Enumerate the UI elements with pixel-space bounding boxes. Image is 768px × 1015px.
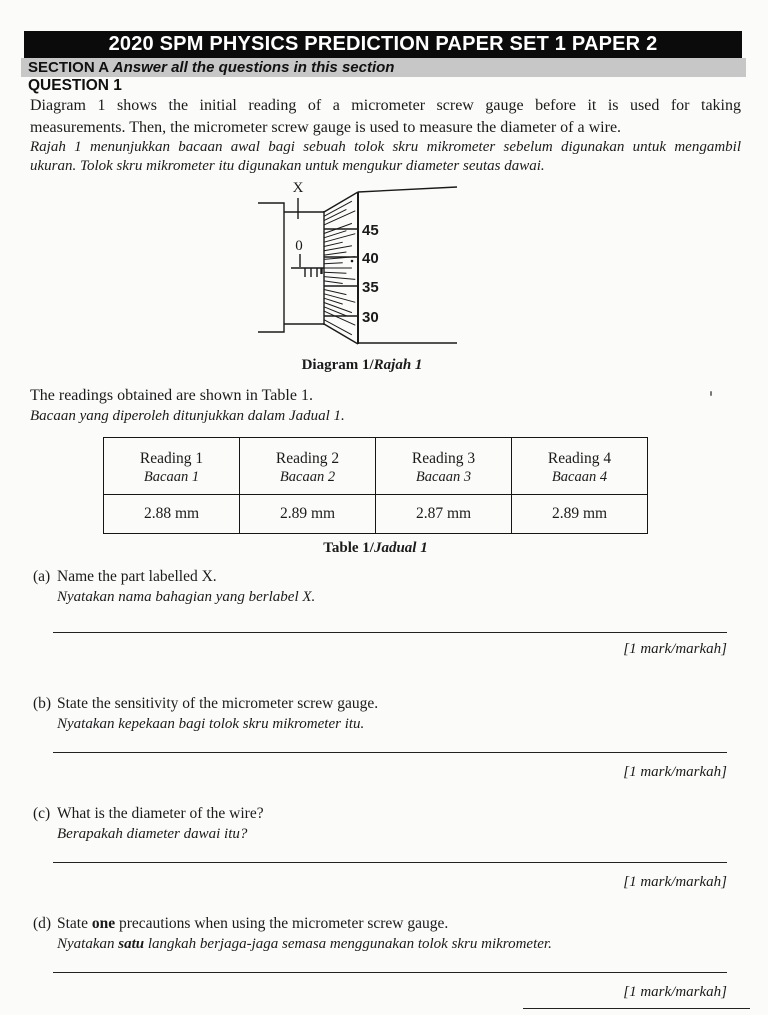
table-caption: Table 1/Jadual 1	[103, 540, 648, 557]
reading3-header: Reading 3	[411, 449, 476, 467]
reading3-value: 2.87 mm	[375, 494, 512, 534]
question-d-en-bold: one	[91, 915, 116, 932]
question-c-malay: Berapakah diameter dawai itu?	[57, 826, 248, 842]
bacaan2-header: Bacaan 2	[279, 468, 336, 485]
diagram-caption-ms: Rajah 1	[373, 357, 423, 373]
micrometer-diagram: X 0 45 40 35 30	[258, 180, 458, 345]
table-header-row: Reading 1 Bacaan 1 Reading 2 Bacaan 2 Re…	[103, 437, 648, 495]
intro-en-line1: Diagram 1 shows the initial reading of a…	[30, 97, 741, 114]
table-header-cell: Reading 1 Bacaan 1	[103, 437, 240, 495]
question-d-en-prefix: State	[57, 915, 92, 932]
paper-title: 2020 SPM PHYSICS PREDICTION PAPER SET 1 …	[24, 31, 742, 58]
table-header-cell: Reading 2 Bacaan 2	[239, 437, 376, 495]
marks-label-c: [1 mark/markah]	[623, 874, 727, 890]
scale-label-35: 35	[362, 279, 379, 296]
frame-bracket	[258, 202, 285, 333]
section-header: SECTION A Answer all the questions in th…	[21, 58, 746, 77]
table-header-cell: Reading 3 Bacaan 3	[375, 437, 512, 495]
reading1-header: Reading 1	[139, 449, 204, 467]
diagram-caption-en: Diagram 1/	[301, 357, 374, 373]
question-d-ms-prefix: Nyatakan	[57, 936, 119, 952]
question-a-malay: Nyatakan nama bahagian yang berlabel X.	[57, 589, 316, 605]
question-c-letter: (c)	[33, 805, 51, 822]
bacaan3-header: Bacaan 3	[415, 468, 472, 485]
scale-label-40: 40	[362, 250, 379, 267]
table-caption-en: Table 1/	[323, 540, 374, 556]
readings-table: Reading 1 Bacaan 1 Reading 2 Bacaan 2 Re…	[103, 437, 648, 534]
answer-line-a	[53, 632, 727, 633]
question-b-letter: (b)	[33, 695, 52, 712]
marks-label-d: [1 mark/markah]	[623, 984, 727, 1000]
question-b-english: State the sensitivity of the micrometer …	[57, 695, 379, 712]
table-caption-ms: Jadual 1	[373, 540, 428, 556]
question-d-malay: Nyatakan satu langkah berjaga-jaga semas…	[57, 936, 552, 953]
section-label: SECTION A	[28, 59, 109, 76]
label-zero: 0	[295, 238, 303, 254]
question-d-ms-suffix: langkah berjaga-jaga semasa menggunakan …	[144, 936, 552, 952]
section-instruction: Answer all the questions in this section	[112, 59, 395, 76]
question-a-english: Name the part labelled X.	[57, 568, 217, 585]
bacaan1-header: Bacaan 1	[143, 468, 200, 485]
bacaan4-header: Bacaan 4	[551, 468, 608, 485]
question-c-english: What is the diameter of the wire?	[57, 805, 264, 822]
bottom-partial-line	[523, 1008, 750, 1009]
answer-line-c	[53, 862, 727, 863]
table-intro-malay: Bacaan yang diperoleh ditunjukkan dalam …	[30, 408, 345, 424]
answer-line-b	[53, 752, 727, 753]
reading4-header: Reading 4	[547, 449, 612, 467]
answer-line-d	[53, 972, 727, 973]
table-value-row: 2.88 mm 2.89 mm 2.87 mm 2.89 mm	[103, 494, 648, 534]
scale-label-30: 30	[362, 309, 379, 326]
scan-speck	[710, 391, 712, 396]
diagram-caption: Diagram 1/Rajah 1	[252, 357, 472, 374]
reading2-header: Reading 2	[275, 449, 340, 467]
question-intro-malay: Rajah 1 menunjukkan bacaan awal bagi seb…	[30, 138, 741, 176]
reading4-value: 2.89 mm	[511, 494, 648, 534]
intro-ms-line1: Rajah 1 menunjukkan bacaan awal bagi seb…	[30, 139, 741, 155]
table-intro-english: The readings obtained are shown in Table…	[30, 387, 313, 404]
question-number-heading: QUESTION 1	[28, 77, 122, 94]
question-d-letter: (d)	[33, 915, 52, 932]
marks-label-a: [1 mark/markah]	[623, 641, 727, 657]
reading2-value: 2.89 mm	[239, 494, 376, 534]
question-d-english: State one precautions when using the mic…	[57, 915, 448, 933]
question-d-en-suffix: precautions when using the micrometer sc…	[115, 915, 449, 932]
scale-label-45: 45	[362, 222, 379, 239]
question-intro-english: Diagram 1 shows the initial reading of a…	[30, 95, 741, 138]
intro-ms-line2: ukuran. Tolok skru mikrometer itu diguna…	[30, 158, 545, 174]
datum-dot	[350, 259, 354, 263]
marks-label-b: [1 mark/markah]	[623, 764, 727, 780]
label-x: X	[293, 180, 304, 196]
question-b-malay: Nyatakan kepekaan bagi tolok skru mikrom…	[57, 716, 365, 732]
reading1-value: 2.88 mm	[103, 494, 240, 534]
question-d-ms-bold: satu	[118, 936, 145, 952]
table-header-cell: Reading 4 Bacaan 4	[511, 437, 648, 495]
thimble-hatch-lines	[323, 200, 356, 338]
question-a-letter: (a)	[33, 568, 51, 585]
intro-en-line2: measurements. Then, the micrometer screw…	[30, 118, 622, 136]
